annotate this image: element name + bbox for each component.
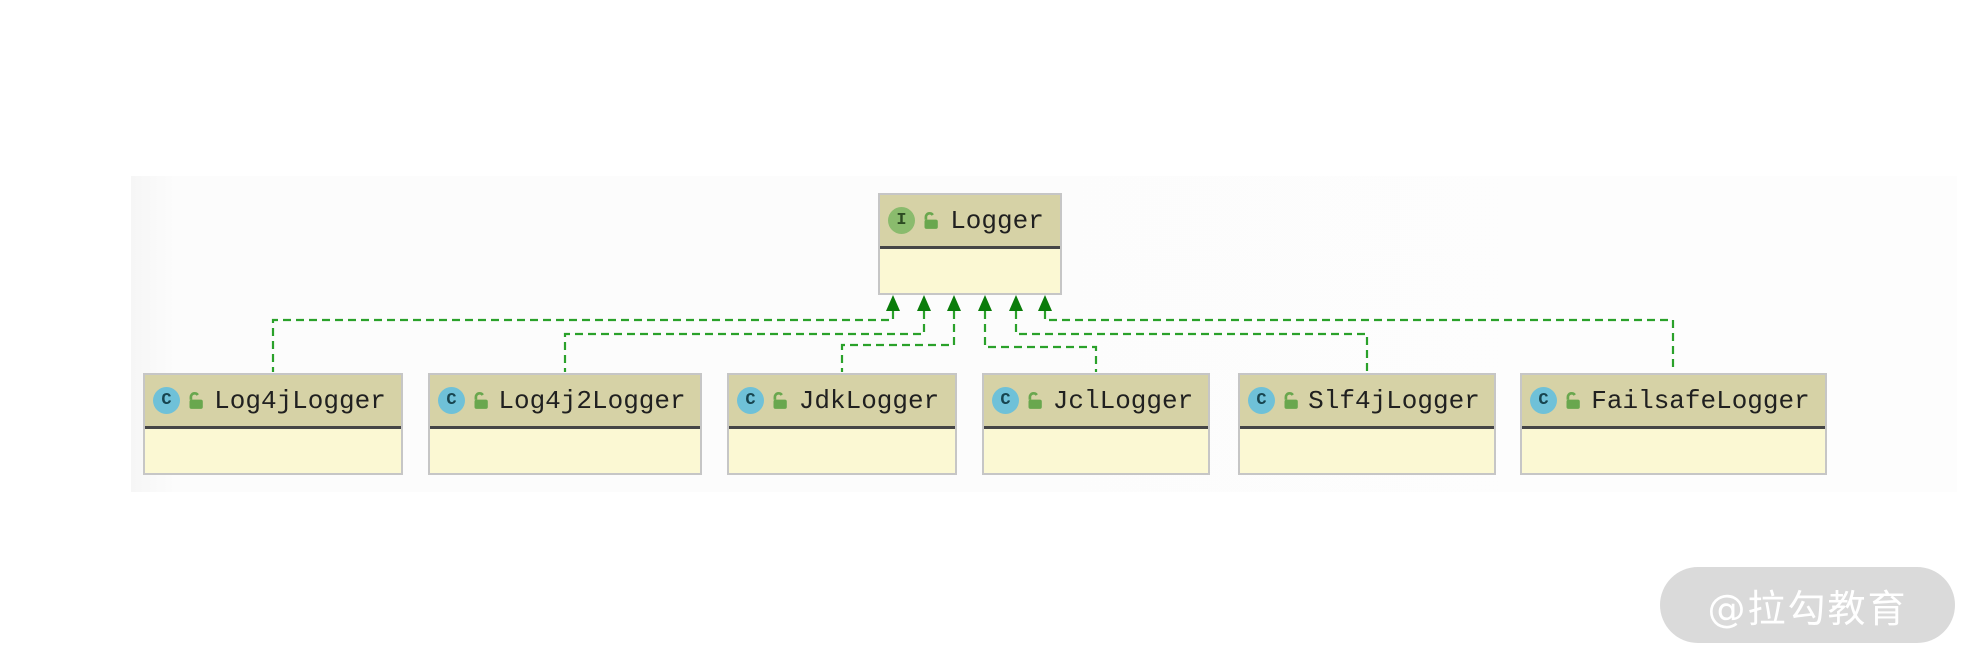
open-lock-icon (189, 391, 203, 409)
node-label: Slf4jLogger (1308, 385, 1480, 416)
node-header: C FailsafeLogger (1522, 375, 1825, 429)
open-lock-icon (1028, 391, 1042, 409)
node-label: Log4jLogger (214, 385, 386, 416)
open-lock-icon (474, 391, 488, 409)
node-label: Log4j2Logger (498, 385, 686, 416)
node-label: JdkLogger (798, 385, 940, 416)
interface-icon: I (888, 207, 915, 234)
node-header: C JclLogger (984, 375, 1208, 429)
open-lock-icon (1284, 391, 1298, 409)
open-lock-icon (1566, 391, 1580, 409)
interface-node-logger[interactable]: I Logger (878, 193, 1062, 295)
class-icon: C (992, 387, 1019, 414)
node-fields-section (880, 249, 1060, 293)
node-label: Logger (950, 205, 1044, 236)
watermark-text: @拉勾教育 (1707, 586, 1908, 631)
node-label: FailsafeLogger (1591, 385, 1810, 416)
node-fields-section (145, 429, 401, 473)
node-header: C Log4jLogger (145, 375, 401, 429)
class-icon: C (737, 387, 764, 414)
node-header: C JdkLogger (729, 375, 955, 429)
class-node-log4j2-logger[interactable]: C Log4j2Logger (428, 373, 702, 475)
watermark-badge: @拉勾教育 (1660, 567, 1955, 643)
class-icon: C (153, 387, 180, 414)
node-fields-section (1522, 429, 1825, 473)
node-fields-section (430, 429, 700, 473)
class-icon: C (1248, 387, 1275, 414)
class-icon: C (1530, 387, 1557, 414)
class-node-jcl-logger[interactable]: C JclLogger (982, 373, 1210, 475)
node-fields-section (984, 429, 1208, 473)
open-lock-icon (924, 211, 938, 229)
node-fields-section (1240, 429, 1494, 473)
class-node-jdk-logger[interactable]: C JdkLogger (727, 373, 957, 475)
class-node-slf4j-logger[interactable]: C Slf4jLogger (1238, 373, 1496, 475)
node-label: JclLogger (1052, 385, 1194, 416)
node-header: C Log4j2Logger (430, 375, 700, 429)
class-node-log4j-logger[interactable]: C Log4jLogger (143, 373, 403, 475)
class-node-failsafe-logger[interactable]: C FailsafeLogger (1520, 373, 1827, 475)
class-icon: C (438, 387, 465, 414)
open-lock-icon (773, 391, 787, 409)
node-fields-section (729, 429, 955, 473)
node-header: I Logger (880, 195, 1060, 249)
node-header: C Slf4jLogger (1240, 375, 1494, 429)
